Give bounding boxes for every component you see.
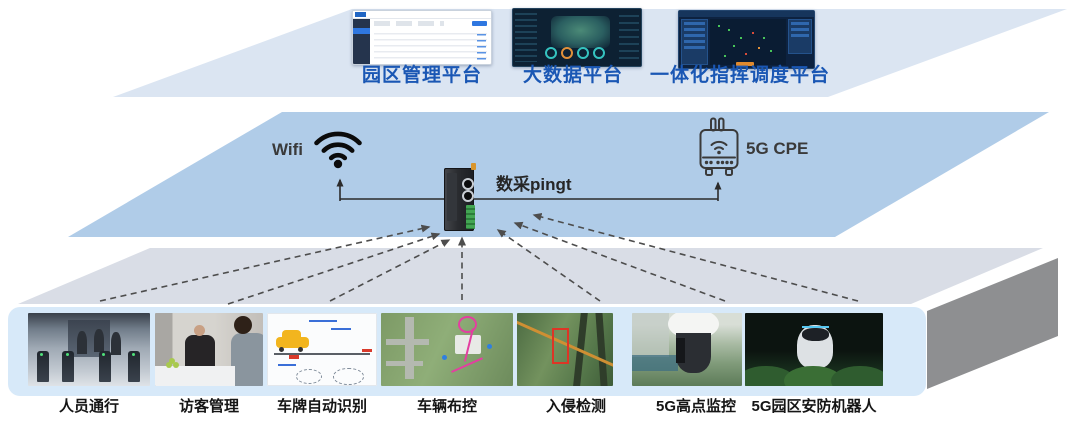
gateway-label: 数采pingt: [496, 175, 572, 194]
photo-5g-security-robot: [745, 313, 883, 386]
platform-label-command-dispatch: 一体化指挥调度平台: [649, 65, 830, 86]
gateway-port: [462, 178, 474, 190]
use-case-label-high-point-camera: 5G高点监控: [655, 398, 736, 415]
photo-visitor-management: [155, 313, 263, 386]
5g-cpe-icon: [699, 117, 739, 176]
cpe-label: 5G CPE: [746, 139, 809, 158]
use-case-label-intrusion-detection: 入侵检测: [545, 398, 606, 415]
platform-label-big-data: 大数据平台: [522, 65, 623, 86]
wifi-label: Wifi: [272, 140, 304, 159]
photo-personnel-access: [28, 313, 150, 386]
gateway-port: [462, 190, 474, 202]
use-case-label-personnel-access: 人员通行: [58, 398, 119, 415]
screenshot-command-dispatch-platform: [678, 10, 815, 69]
photo-vehicle-control: [381, 313, 513, 386]
use-case-label-vehicle-control: 车辆布控: [416, 398, 477, 415]
gateway-terminal-block: [466, 205, 475, 229]
detection-bounding-box: [551, 327, 569, 364]
screenshot-park-management-platform: [352, 10, 492, 65]
platform-label-park-management: 园区管理平台: [361, 65, 482, 86]
photo-intrusion-detection: [517, 313, 613, 386]
use-case-label-security-robot: 5G园区安防机器人: [751, 398, 877, 415]
photo-license-plate-recognition: [267, 313, 377, 386]
use-case-label-visitor-management: 访客管理: [178, 398, 239, 415]
gateway-antenna: [471, 163, 476, 170]
screenshot-big-data-platform: [512, 8, 642, 67]
wifi-icon: [314, 131, 362, 169]
photo-5g-high-point-camera: [632, 313, 742, 386]
data-collection-gateway-device: [441, 163, 480, 233]
use-case-label-license-plate: 车牌自动识别: [276, 398, 367, 415]
